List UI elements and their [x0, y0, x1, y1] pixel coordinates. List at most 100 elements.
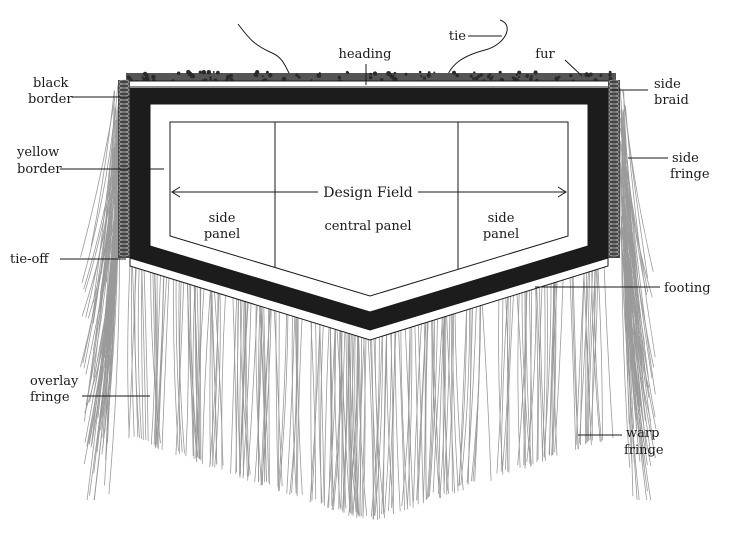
fringe-strand [131, 262, 135, 437]
fringe-strand [348, 327, 354, 513]
fringe-strand [83, 204, 120, 464]
fringe-strand [230, 293, 238, 474]
design-field-label-bg [318, 183, 418, 201]
footing-label: footing [664, 281, 711, 296]
fringe-strand [128, 263, 137, 439]
fur-tuft [295, 73, 299, 77]
fringe-strand [432, 315, 441, 499]
arrowhead-left [171, 186, 181, 198]
fringe-strand [443, 309, 451, 491]
fringe-strand [526, 283, 537, 462]
fringe-strand [597, 264, 603, 441]
fringe-strand [554, 275, 564, 453]
fringe-strand [580, 269, 585, 446]
fringe-strand [352, 330, 359, 516]
fringe-strand [471, 300, 482, 482]
braid-link [608, 251, 620, 257]
fur-tuft [209, 76, 212, 79]
fur-tuft [608, 70, 612, 74]
design-field-label: Design Field [323, 185, 413, 201]
side-fringe-label-line1: side [672, 151, 699, 166]
fringe-strand [524, 287, 526, 466]
fur-tuft [418, 70, 422, 74]
fringe-strand [278, 309, 289, 492]
fur-tuft [422, 76, 426, 80]
fringe-strand [178, 276, 185, 454]
fringe-strand [458, 304, 468, 487]
fur-tuft [206, 70, 212, 75]
fringe-strand [575, 269, 585, 446]
fur-tuft [141, 76, 144, 79]
fringe-strand [185, 279, 189, 457]
fringe-strand [361, 332, 367, 517]
fringe-strand [319, 318, 325, 503]
fringe-strand [278, 306, 280, 489]
fur-tuft [554, 76, 559, 81]
right-tie [445, 19, 508, 81]
fur-tuft [608, 73, 612, 77]
fringe-strand [624, 136, 656, 395]
fringe-strand [80, 99, 116, 258]
fringe-strand [260, 301, 268, 482]
fur-tuft [455, 73, 460, 78]
fur-tuft [297, 75, 301, 79]
fringe-strand [357, 330, 368, 516]
warp-fringe-label-line1: warp [626, 426, 659, 441]
fringe-strand [381, 328, 387, 515]
footing-band [129, 257, 609, 341]
fur-tuft [420, 75, 423, 78]
fringe-strand [91, 146, 115, 320]
fur-tuft [404, 72, 408, 76]
fringe-strand [277, 308, 288, 491]
fringe-strand [239, 295, 243, 476]
fringe-strand [505, 292, 510, 473]
fringe-strand [286, 311, 296, 494]
fur-tuft [338, 76, 341, 79]
overlay-fringe-label-line2: fringe [30, 390, 70, 405]
fur-tuft [268, 73, 273, 78]
braid-link [118, 251, 130, 257]
fringe-strand [173, 275, 179, 452]
fringe-strand [310, 316, 317, 500]
fringe-strand [235, 294, 240, 475]
fringe-strand [311, 317, 317, 501]
fringe-strand [291, 310, 297, 493]
fur-leader [564, 59, 583, 77]
fringe-strand [620, 167, 632, 400]
fringe-strand [291, 311, 298, 494]
fringe-strand [247, 300, 258, 481]
fringe-strand [537, 281, 543, 460]
fringe-strand [551, 277, 556, 456]
left-side-panel-label-line2: panel [204, 227, 240, 242]
fringe-strand [156, 272, 165, 448]
fringe-strand [625, 230, 657, 430]
fringe-strand [296, 312, 303, 495]
fringe-strand [196, 284, 205, 463]
right-side-panel-label-line2: panel [483, 227, 519, 242]
fringe-strand [261, 301, 266, 483]
fur-tuft [486, 75, 491, 79]
fringe-strand [467, 303, 472, 485]
tie-label: tie [449, 29, 466, 44]
yellow-border-label-line2: border [17, 162, 62, 177]
arrowhead-right [557, 186, 567, 198]
fringe-strand [331, 325, 343, 511]
fringe-strand [438, 311, 445, 495]
fur-tuft [261, 75, 264, 78]
left-side-panel-label-line1: side [209, 211, 236, 226]
fur-tuft [316, 73, 322, 78]
fringe-strand [623, 241, 638, 501]
fringe-strand [192, 281, 196, 459]
fur-tuft [390, 74, 395, 80]
fur-tuft [488, 73, 492, 76]
fur-tuft [529, 77, 533, 81]
overlay-fringe-label-line1: overlay [30, 374, 79, 389]
fringe-strand [404, 323, 414, 508]
fur-label: fur [535, 47, 555, 62]
fur-tuft [216, 70, 220, 75]
fringe-strand [199, 282, 202, 461]
yellow-border-label-line1: yellow [16, 145, 59, 160]
fur-tuft [533, 70, 538, 75]
fur-tuft [498, 70, 502, 74]
